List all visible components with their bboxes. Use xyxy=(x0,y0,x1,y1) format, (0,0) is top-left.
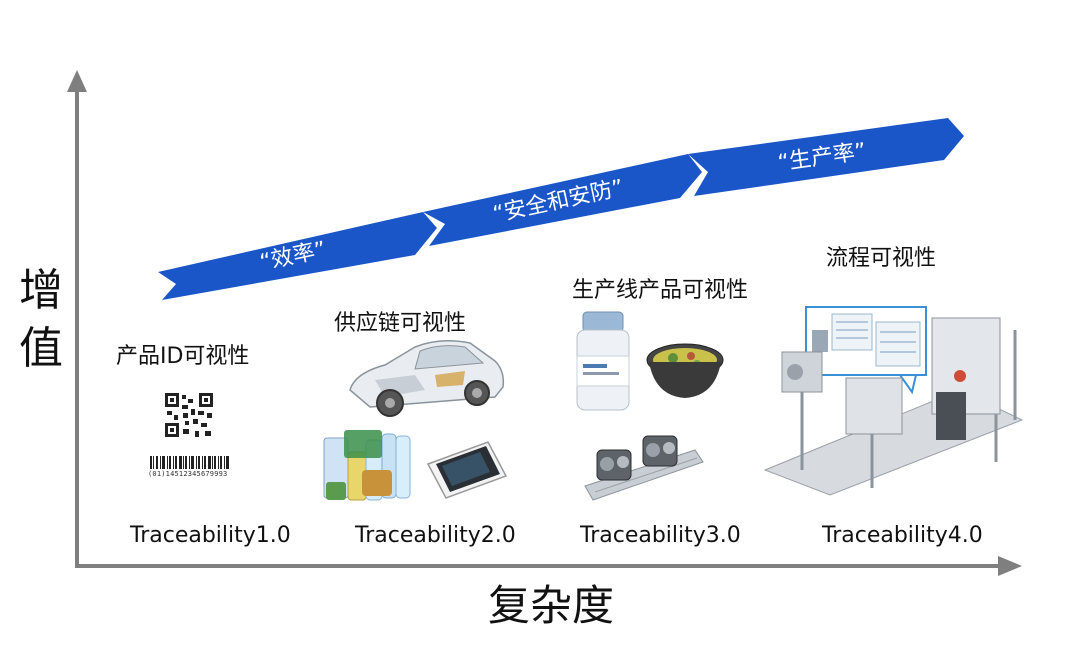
x-axis xyxy=(75,556,1022,576)
stage-3-version: Traceability3.0 xyxy=(580,523,741,548)
barcode-icon xyxy=(150,456,229,469)
stage-4-title: 流程可视性 xyxy=(826,246,937,271)
barcode-number: (01)14512345679993 xyxy=(148,470,228,478)
consumer-products-icon xyxy=(323,430,411,501)
banner: “效率” “安全和安防” “生产率” xyxy=(158,118,964,300)
y-axis xyxy=(67,70,87,568)
banner-segment-1 xyxy=(158,212,437,300)
stage-1-version: Traceability1.0 xyxy=(130,523,291,548)
banner-segment-3 xyxy=(688,118,964,196)
x-axis-label: 复杂度 xyxy=(488,581,615,630)
stage-4-version: Traceability4.0 xyxy=(822,523,983,548)
stage-2-title: 供应链可视性 xyxy=(334,311,467,336)
food-bowl-icon xyxy=(646,343,724,398)
banner-segment-2 xyxy=(423,154,702,246)
factory-line-icon xyxy=(763,306,1024,496)
qr-code-icon xyxy=(165,393,213,437)
x-axis-arrow-icon xyxy=(998,556,1022,576)
y-axis-arrow-icon xyxy=(67,70,87,92)
smartphone-icon xyxy=(426,441,508,499)
stage-3-title: 生产线产品可视性 xyxy=(572,278,749,303)
medicine-bottle-icon xyxy=(576,311,630,411)
stage-2-version: Traceability2.0 xyxy=(355,523,516,548)
stage-1-title: 产品ID可视性 xyxy=(116,344,250,369)
car-icon xyxy=(349,340,505,417)
y-axis-label: 增值 xyxy=(19,265,63,374)
assembly-line-icon xyxy=(584,435,704,501)
